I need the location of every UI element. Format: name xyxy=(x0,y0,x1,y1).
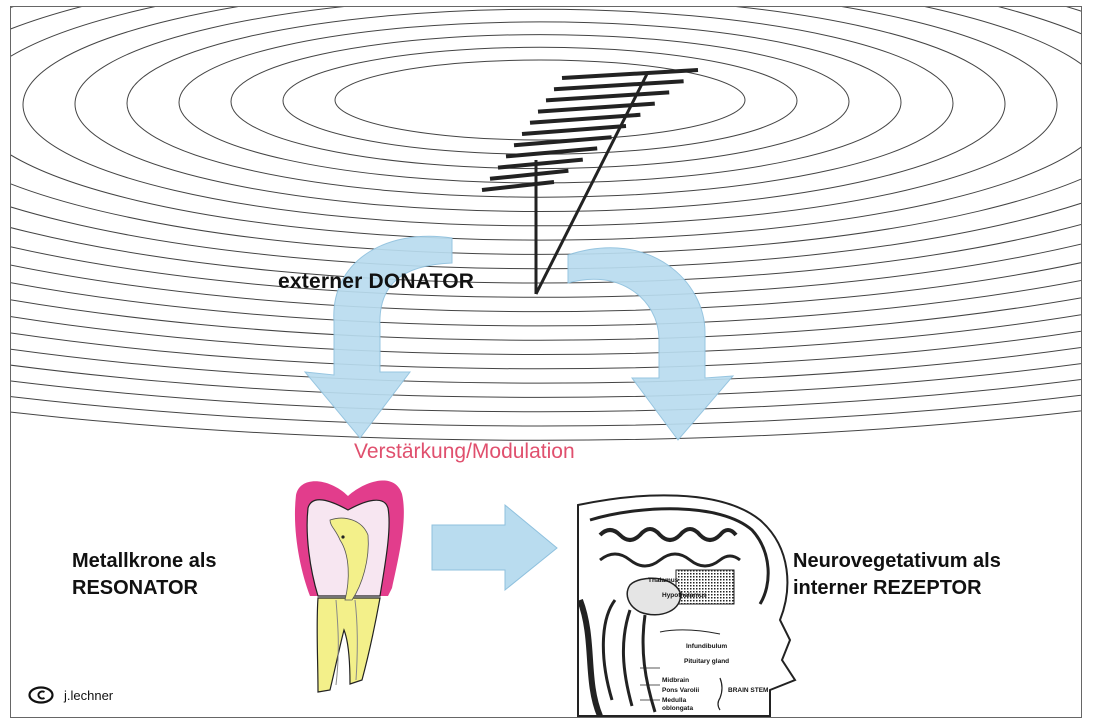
brain-stem-label: BRAIN STEM xyxy=(728,687,768,694)
antenna-element xyxy=(546,92,669,100)
antenna-element xyxy=(514,137,612,145)
antenna-element xyxy=(498,160,583,168)
antenna-element xyxy=(490,171,568,179)
receptor-label: Neurovegetativum als interner REZEPTOR xyxy=(793,548,1001,602)
antenna-element xyxy=(554,81,684,89)
wave-ring xyxy=(0,0,1093,355)
resonator-label: Metallkrone als RESONATOR xyxy=(72,548,217,602)
wave-ring xyxy=(0,0,1093,440)
wave-ring xyxy=(179,22,901,183)
resonator-line-1: Metallkrone als xyxy=(72,548,217,575)
wave-ring xyxy=(0,0,1093,312)
copyright-icon xyxy=(28,686,54,704)
thalamus-label: Thalamus xyxy=(648,577,679,584)
pituitary-label: Pituitary gland xyxy=(684,658,729,665)
pons-label: Pons Varolii xyxy=(662,687,699,694)
straight-arrow xyxy=(432,505,557,590)
antenna-element xyxy=(562,70,698,78)
hypothalamus-label: Hypothalamus xyxy=(662,592,707,599)
medulla-label-2: oblongata xyxy=(662,705,693,712)
tooth-icon xyxy=(295,481,404,692)
wave-ring xyxy=(75,0,1005,212)
infundibulum-label: Infundibulum xyxy=(686,643,727,650)
brain-icon: Thalamus Hypothalamus Infundibulum Pitui… xyxy=(578,495,795,716)
receptor-line-2: interner REZEPTOR xyxy=(793,575,1001,602)
copyright-footer: j.lechner xyxy=(28,686,113,704)
resonator-line-2: RESONATOR xyxy=(72,575,217,602)
antenna-element xyxy=(506,148,597,156)
antenna-element xyxy=(522,126,626,134)
wave-ring xyxy=(231,35,849,169)
wave-ring xyxy=(283,47,797,154)
medulla-label-1: Medulla xyxy=(662,697,687,704)
wave-ring xyxy=(0,0,1093,254)
midbrain-label: Midbrain xyxy=(662,677,689,684)
modulation-label: Verstärkung/Modulation xyxy=(354,440,575,464)
antenna-element xyxy=(538,104,655,112)
receptor-line-1: Neurovegetativum als xyxy=(793,548,1001,575)
wave-rings xyxy=(0,0,1093,440)
author-name: j.lechner xyxy=(64,688,113,703)
donor-label: externer DONATOR xyxy=(278,270,474,294)
